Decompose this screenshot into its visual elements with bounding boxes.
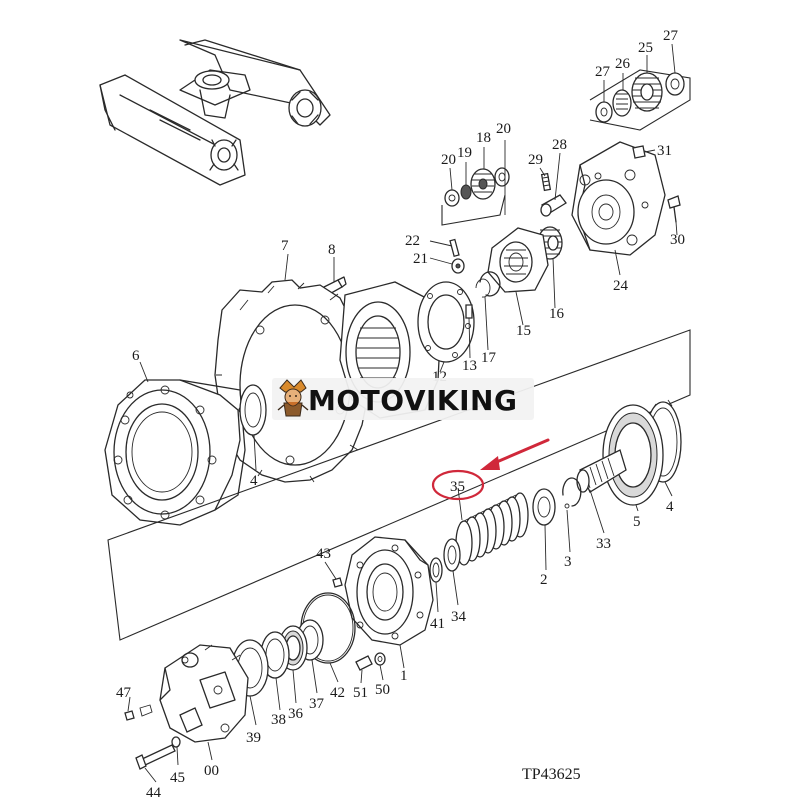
watermark-background xyxy=(272,378,534,420)
bearing-19 xyxy=(460,184,472,200)
carrier-24 xyxy=(571,141,666,256)
ring-41 xyxy=(429,557,443,583)
label-45: 45 xyxy=(170,770,185,786)
label-1: 1 xyxy=(400,668,408,684)
bolt-47 xyxy=(124,704,153,721)
label-16: 16 xyxy=(549,306,565,322)
label-4-right: 4 xyxy=(666,499,674,515)
label-8: 8 xyxy=(328,242,336,258)
label-24: 24 xyxy=(613,278,629,294)
label-13: 13 xyxy=(462,358,477,374)
label-27-left: 27 xyxy=(595,64,611,80)
label-20-right: 20 xyxy=(496,121,511,137)
viking-mascot-icon xyxy=(277,379,309,417)
label-22: 22 xyxy=(405,233,420,249)
label-18: 18 xyxy=(476,130,491,146)
bearing-26 xyxy=(612,89,632,117)
washer-20-left xyxy=(444,189,460,207)
group-frame-18 xyxy=(441,194,506,226)
label-15: 15 xyxy=(516,323,531,339)
bolt-31 xyxy=(632,145,646,159)
label-44: 44 xyxy=(146,785,162,800)
label-47: 47 xyxy=(116,685,132,701)
shaft-28 xyxy=(540,194,567,217)
label-38: 38 xyxy=(271,712,286,728)
label-26: 26 xyxy=(615,56,631,72)
label-27-right: 27 xyxy=(663,28,679,44)
retainer-21 xyxy=(451,258,465,274)
gear-25 xyxy=(631,72,663,112)
part-number-labels: 27 26 25 27 20 19 18 20 31 29 28 22 21 3… xyxy=(116,28,685,800)
group-frame-25 xyxy=(589,69,691,131)
washer-45 xyxy=(171,736,181,748)
label-34: 34 xyxy=(451,609,467,625)
watermark-text: MOTOVIKING xyxy=(308,384,517,417)
label-00: 00 xyxy=(204,763,219,779)
label-25: 25 xyxy=(638,40,653,56)
watermark: MOTOVIKING xyxy=(272,378,534,420)
ring-34 xyxy=(443,538,461,572)
hub-6 xyxy=(104,379,246,526)
label-19: 19 xyxy=(457,145,472,161)
bolt-51 xyxy=(355,655,373,671)
track-frame-assembly xyxy=(99,39,331,186)
label-35: 35 xyxy=(450,479,465,495)
snap-ring-3 xyxy=(562,477,582,509)
pin-22 xyxy=(449,238,460,258)
gear-18 xyxy=(470,168,496,200)
carrier-15 xyxy=(487,227,549,293)
leader-lines xyxy=(127,43,678,783)
clutch-pack-35 xyxy=(455,492,529,566)
highlight-circle xyxy=(431,469,485,501)
label-2: 2 xyxy=(540,572,548,588)
label-4-left: 4 xyxy=(250,473,258,489)
washer-27-right xyxy=(665,72,685,96)
drawing-code: TP43625 xyxy=(522,766,581,783)
bolt-44 xyxy=(135,744,176,770)
label-7: 7 xyxy=(281,238,289,254)
label-42: 42 xyxy=(330,685,345,701)
cover-12 xyxy=(417,281,475,363)
label-20-left: 20 xyxy=(441,152,456,168)
washer-20-right xyxy=(494,167,510,187)
label-36: 36 xyxy=(288,706,304,722)
housing-1 xyxy=(344,536,434,646)
label-29: 29 xyxy=(528,152,543,168)
bolt-30 xyxy=(667,195,681,223)
label-31: 31 xyxy=(657,143,672,159)
label-43: 43 xyxy=(316,546,331,562)
snap-ring-17 xyxy=(475,271,501,298)
label-3: 3 xyxy=(564,554,572,570)
motor-00 xyxy=(159,644,249,743)
seal-ring-4-left xyxy=(239,384,267,436)
label-17: 17 xyxy=(481,350,497,366)
highlight-arrow xyxy=(490,438,550,466)
shaft-33 xyxy=(576,449,627,493)
label-37: 37 xyxy=(309,696,325,712)
label-33: 33 xyxy=(596,536,611,552)
label-30: 30 xyxy=(670,232,685,248)
highlight-callout xyxy=(431,438,550,501)
washer-27-left xyxy=(595,101,613,123)
highlight-arrowhead xyxy=(480,456,500,470)
label-21: 21 xyxy=(413,251,428,267)
washer-50 xyxy=(374,652,386,666)
label-28: 28 xyxy=(552,137,567,153)
label-39: 39 xyxy=(246,730,261,746)
label-51: 51 xyxy=(353,685,368,701)
plug-43 xyxy=(332,577,343,588)
label-41: 41 xyxy=(430,616,445,632)
label-50: 50 xyxy=(375,682,390,698)
label-5: 5 xyxy=(633,514,641,530)
label-6: 6 xyxy=(132,348,140,364)
plate-2 xyxy=(532,488,556,526)
pin-29 xyxy=(540,172,552,192)
bolt-13 xyxy=(465,304,473,319)
